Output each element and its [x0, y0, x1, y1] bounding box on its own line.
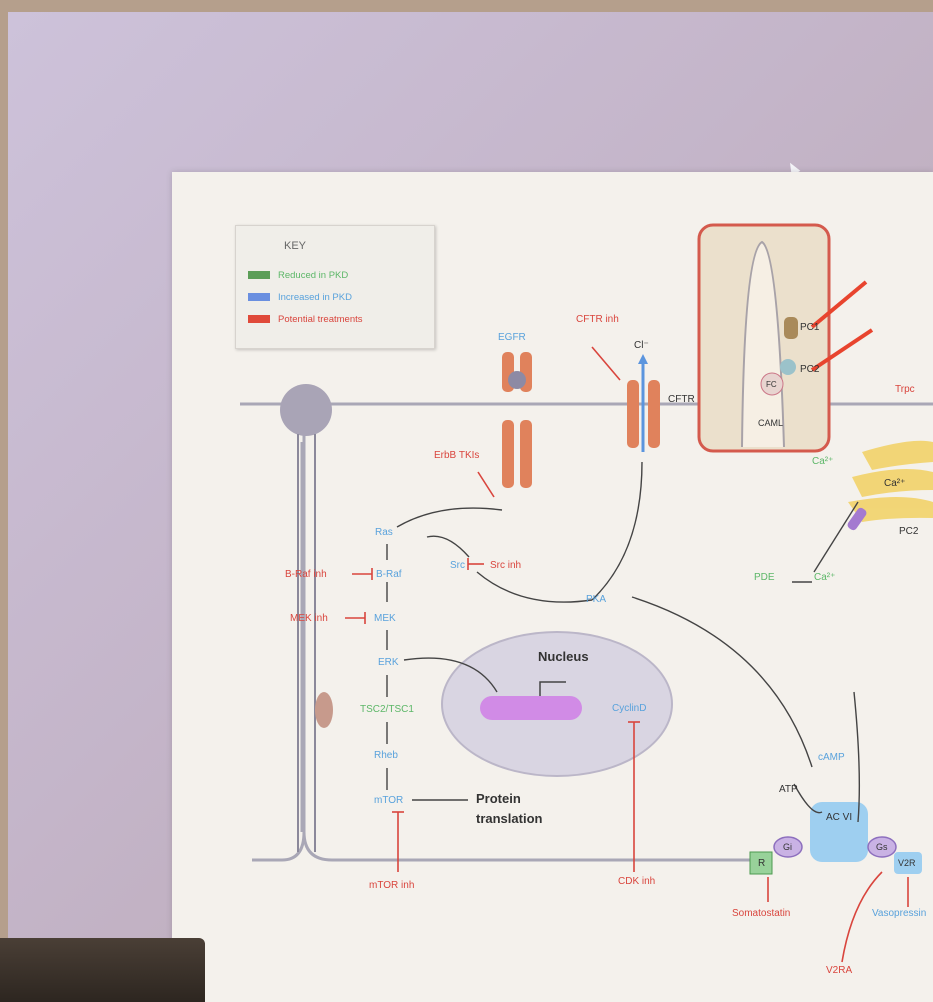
label-mek-inh: MEK inh [290, 613, 328, 624]
label-protein: Protein [476, 791, 521, 806]
label-egfr: EGFR [498, 332, 526, 343]
label-ras: Ras [375, 527, 393, 538]
label-src-inh: Src inh [490, 560, 522, 571]
label-gs: Gs [876, 842, 888, 852]
label-mek: MEK [374, 613, 396, 624]
label-v2ra: V2RA [826, 965, 853, 976]
legend-swatch-blue [248, 293, 270, 301]
label-erk: ERK [378, 657, 399, 668]
label-braf-inh: B-Raf inh [285, 569, 327, 580]
label-cyclind: CyclinD [612, 703, 647, 714]
legend-title: KEY [284, 240, 307, 252]
label-ca-right: Ca²⁺ [884, 478, 906, 489]
label-ca-top: Ca²⁺ [812, 456, 834, 467]
label-erbb-tkis: ErbB TKIs [434, 450, 480, 461]
cell-membrane [240, 402, 933, 862]
somatostatin-receptor [749, 851, 773, 875]
laptop-edge [0, 938, 205, 1002]
label-cdk-inh: CDK inh [618, 876, 656, 887]
label-mtor-inh: mTOR inh [369, 880, 415, 891]
label-pde: PDE [754, 572, 775, 583]
label-r: R [758, 858, 766, 869]
label-camp: cAMP [818, 752, 845, 763]
label-pc1: PC1 [800, 322, 820, 333]
label-trpc: Trpc [895, 384, 915, 395]
legend-box: KEY Reduced in PKD Increased in PKD Pote… [235, 225, 435, 349]
label-ca-mid: Ca²⁺ [814, 572, 836, 583]
signaling-arrows [386, 461, 861, 823]
label-v2r: V2R [898, 858, 916, 868]
legend-swatch-green [248, 271, 270, 279]
label-rheb: Rheb [374, 750, 398, 761]
red-arrow-2 [810, 328, 874, 372]
label-gi: Gi [783, 842, 792, 852]
label-pc-right: PC2 [899, 526, 919, 537]
endoplasmic-reticulum [848, 440, 933, 522]
label-translation: translation [476, 811, 543, 826]
label-cftr-inh: CFTR inh [576, 314, 619, 325]
label-src: Src [450, 560, 465, 571]
legend-swatch-red [248, 315, 270, 323]
cilium-bulb [280, 384, 332, 436]
gs-protein [867, 836, 897, 858]
egfr-receptor [502, 352, 532, 488]
label-pc2: PC2 [800, 364, 820, 375]
label-ac: AC VI [826, 812, 853, 823]
presentation-slide: KEY Reduced in PKD Increased in PKD Pote… [172, 172, 933, 1002]
pc1-protein [784, 317, 798, 339]
label-vasopressin: Vasopressin [872, 908, 927, 919]
pc2-protein [780, 359, 796, 375]
label-atp: ATP [779, 784, 798, 795]
label-cl: Cl⁻ [634, 340, 649, 351]
cftr-channel [627, 354, 660, 452]
adenylyl-cyclase [810, 802, 868, 862]
red-arrow-1 [810, 280, 868, 329]
label-somatostatin: Somatostatin [732, 908, 791, 919]
pathway-diagram [240, 223, 933, 963]
label-braf: B-Raf [376, 569, 402, 580]
v2r-receptor [894, 852, 922, 874]
label-caml: CAML [758, 418, 784, 428]
label-fc: FC [766, 380, 777, 389]
label-mtor: mTOR [374, 795, 404, 806]
label-cftr: CFTR [668, 394, 695, 405]
gi-protein [773, 836, 803, 858]
dna-gene [480, 696, 582, 720]
inhibitor-lines [345, 346, 909, 963]
label-pka: PKA [586, 594, 607, 605]
basal-body [315, 692, 333, 728]
label-nucleus: Nucleus [538, 649, 589, 664]
label-tsc: TSC2/TSC1 [360, 704, 414, 715]
